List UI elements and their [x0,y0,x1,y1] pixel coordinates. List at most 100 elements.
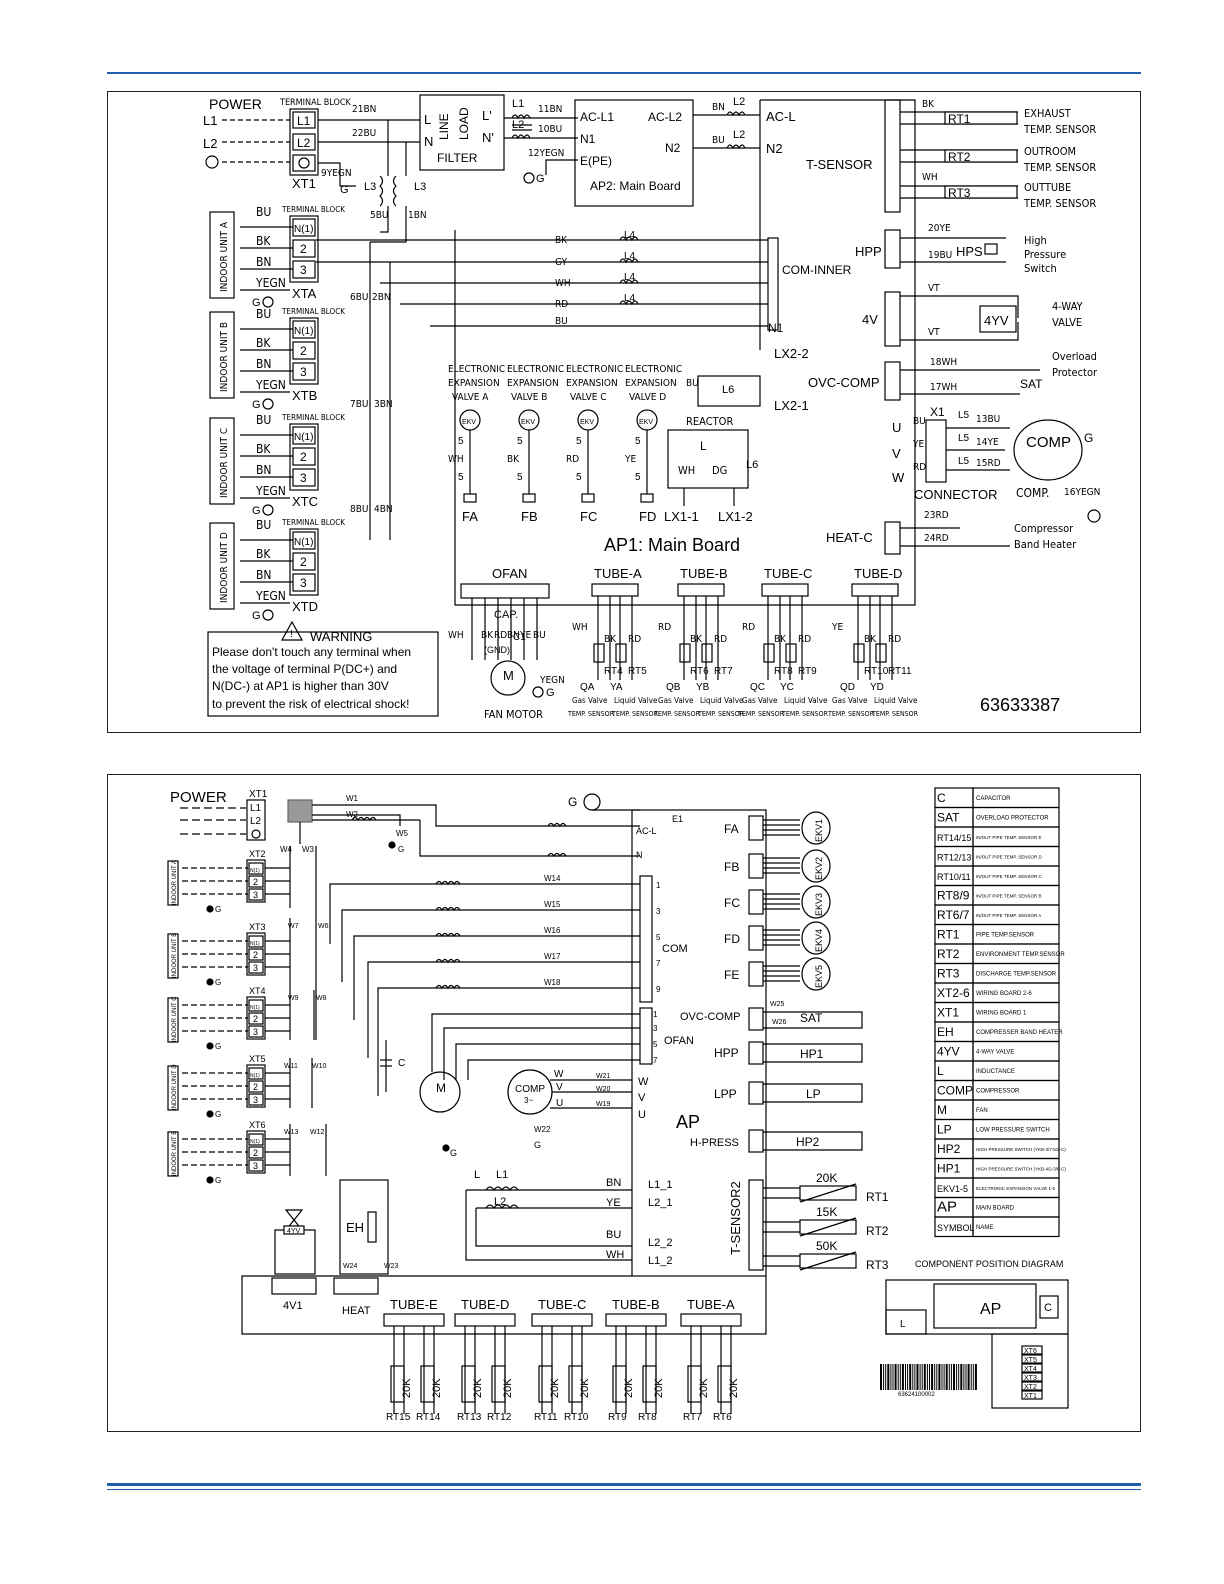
d1-tube-c3: RD [714,634,727,645]
d1-sensor-name-2a: OUTROOM [1024,145,1076,158]
d2-xt-terminal: 2 [253,1148,258,1158]
d1-ground-icon [205,155,219,169]
d2-tube-rt: RT11 [534,1412,558,1423]
d2-tube-k: 20K [728,1378,740,1398]
d2-legend-symbol: 4YV [937,1045,960,1059]
d1-sensor-name-1b: TEMP. SENSOR [1023,123,1096,136]
d1-ofan-gnd: (GND) [484,645,510,655]
d1-fan-motor-icon [490,660,526,696]
d2-cpd-xt: XT4 [1024,1366,1037,1373]
d1-xt-terminal: 3 [300,365,307,379]
d1-sensor-name-2b: TEMP. SENSOR [1023,161,1096,174]
d2-tube-k: 20K [472,1378,484,1398]
d1-4v-vt-a: VT [928,283,940,294]
d1-ekv-plug [581,493,595,503]
d1-heat-connector [884,521,901,555]
d2-tube-k: 20K [623,1378,635,1398]
d1-wire-1bn: 1BN [408,210,427,221]
d2-legend-symbol: EKV1-5 [937,1184,968,1194]
d2-ekv-port: FB [724,860,739,874]
d1-ekv-text-2: EXPANSION [448,378,500,389]
d2-tube-k: 20K [653,1378,665,1398]
d1-w: W [892,470,905,485]
d2-cpd-xt: XT5 [1024,1357,1037,1364]
d1-thermistor-icon [679,643,691,663]
d2-com-wire: W14 [544,874,561,883]
d2-tube-thermistor-icon [491,1365,506,1403]
d2-legend-symbol: RT6/7 [937,908,970,922]
d1-tube-q: QC [750,682,765,693]
d2-barcode-bar [953,1364,955,1390]
d2-legend-name: ELECTRONIC EXPANSION VALVE 1-5 [976,1186,1056,1191]
d2-wire-label: W9 [288,995,299,1002]
d2-tube-k: 20K [698,1378,710,1398]
d2-wire-label: W7 [288,923,299,930]
d1-ekv-wire-color: BK [507,454,520,465]
d1-4v-connector [884,291,901,347]
d1-l5-c: L5 [958,456,970,467]
d2-legend-name: ENVIRONMENT TEMP.SENSOR [976,952,1065,958]
d2-acl: AC-L [636,826,657,836]
d1-hpp-20ye: 20YE [928,223,951,234]
d1-l6-a: L6 [722,384,734,396]
d1-ekv-port: FA [462,509,478,524]
d1-sensor-wire-wh: WH [922,172,938,183]
d1-filter-load: LOAD [457,107,471,140]
d1-ofan-wire: RD [494,630,507,641]
d2-legend-name: MAIN BOARD [976,1206,1015,1212]
d1-terminal-block-label: TERMINAL BLOCK [281,413,345,422]
d1-4v-vt-b: VT [928,327,940,338]
d2-barcode-bar [970,1364,972,1390]
d2-tube-thermistor-icon [612,1365,627,1403]
d1-ekv-wire-color: WH [448,454,464,465]
d2-com-pin: 3 [656,907,661,916]
d2-tube-rt: RT14 [416,1412,441,1423]
d1-hpp-connector [884,229,901,269]
d1-tube-sensor-2: TEMP. SENSOR [653,710,701,718]
d2-barcode-bar [965,1364,967,1390]
d2-ovc-connector [748,1007,764,1031]
d2-tube-name: TUBE-C [538,1297,586,1312]
d2-comp-v: V [556,1082,563,1093]
d1-ap2-acl2: AC-L2 [648,110,682,124]
d2-ofan: OFAN [664,1035,694,1047]
d2-wire-label: W13 [284,1129,299,1136]
d2-xt1-l2: L2 [250,816,262,827]
d2-legend-symbol: RT3 [937,967,960,981]
d1-ekv-port: FB [521,509,538,524]
d2-legend-name: DISCHARGE TEMP.SENSOR [976,972,1057,978]
d2-barcode-bar [901,1364,904,1390]
d1-ekv-pin-5a: 5 [517,436,523,447]
d1-tube-sensor-3: Liquid Valve [874,696,918,705]
d2-xt-terminal: 2 [253,950,258,960]
d2-wire-label: W8 [316,995,327,1002]
d1-indoor-wire-label: BN [256,255,271,269]
d2-barcode-bar [936,1364,938,1390]
d1-warning: ! WARNING Please don't touch any termina… [207,620,439,717]
d1-ekv-pin-5a: 5 [576,436,582,447]
d1-ap2-n2: N2 [665,141,681,155]
d2-thermistor-icon [799,1253,857,1269]
d1-hps: HPS [956,244,983,259]
d2-tube-k: 20K [549,1378,561,1398]
d2-barcode-bar [880,1364,882,1390]
d2-com-pin: 9 [656,985,661,994]
d2-eh: EH [346,1220,364,1235]
d2-sat: SAT [800,1011,823,1025]
d2-xt-g: G [215,978,221,987]
d1-u: U [892,420,901,435]
d2-indoor-unit-label: INDOOR UNIT B [172,933,178,978]
d2-indoor-unit-label: INDOOR UNIT D [172,1064,178,1110]
d2-barcode-bar [926,1364,928,1390]
d2-legend-name: IN/OUT PIPE TEMP. SENSOR A [976,913,1041,918]
d2-ekv-connector [748,853,764,879]
d2-w19: W19 [596,1101,611,1108]
d1-wire-10bu: 10BU [538,124,562,135]
d1-ekv-text-2: EXPANSION [566,378,618,389]
d1-lx2-2: LX2-2 [774,346,809,361]
d2-ofan-pin: 3 [653,1024,658,1033]
d1-comp-16yegn: 16YEGN [1064,487,1100,498]
d1-sensor-name-3b: TEMP. SENSOR [1023,197,1096,210]
d2-com-pin: 5 [656,933,661,942]
